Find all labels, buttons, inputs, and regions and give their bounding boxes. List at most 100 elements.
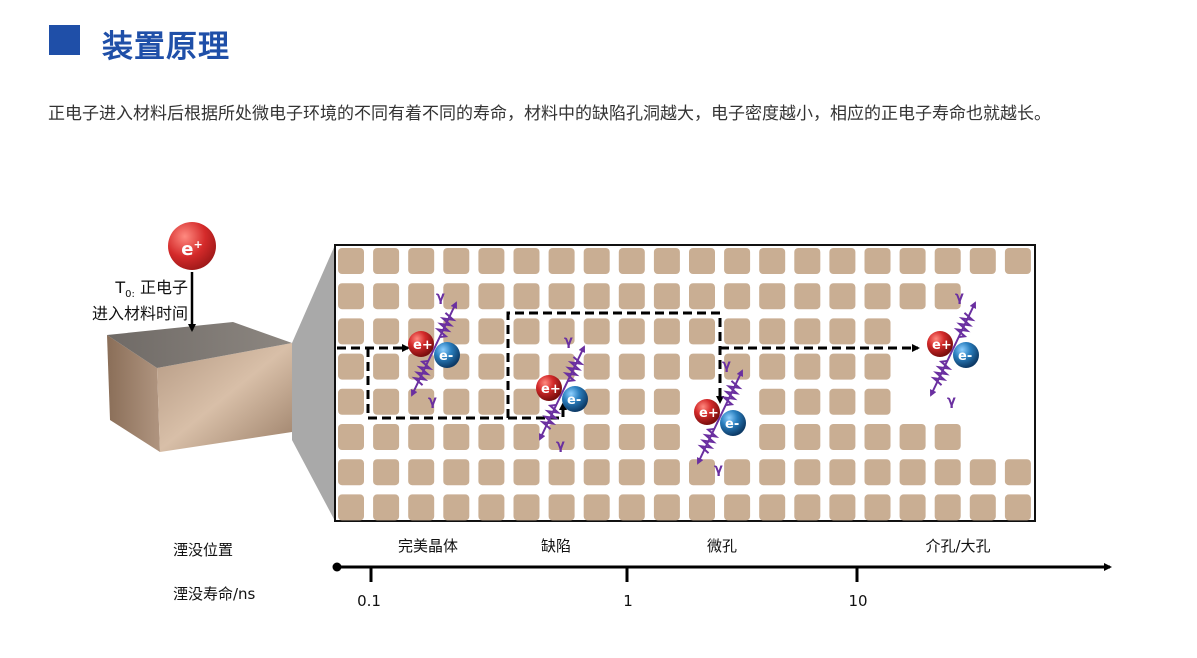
lattice-atom <box>864 459 891 486</box>
lattice-atom <box>443 248 470 274</box>
lattice-atom <box>618 283 645 310</box>
positron-electron-pair: γγe+e- <box>536 334 588 453</box>
positron <box>536 375 562 401</box>
gamma-label: γ <box>564 334 573 349</box>
lattice-atom <box>618 459 645 486</box>
lattice-atom <box>689 494 715 521</box>
gamma-label: γ <box>955 290 964 305</box>
lattice-atom <box>1004 459 1031 486</box>
lattice-atom <box>759 318 786 345</box>
lattice-atom <box>829 494 856 521</box>
lattice-atom <box>583 494 610 521</box>
lattice-atom <box>969 494 996 521</box>
lattice-atom <box>899 283 926 310</box>
lattice-atom <box>969 459 996 486</box>
lattice-atom <box>618 353 645 380</box>
gamma-label: γ <box>436 290 445 305</box>
lifetime-axis <box>332 562 1112 582</box>
lattice-atom <box>759 248 786 274</box>
lattice-atom <box>513 353 540 380</box>
gamma-ray <box>410 348 435 397</box>
gamma-ray <box>952 301 977 350</box>
lattice-atom <box>689 318 715 345</box>
lattice-atom <box>338 424 364 450</box>
lattice-atom <box>513 318 540 345</box>
lattice-atom <box>794 388 821 415</box>
gamma-label: γ <box>722 358 731 373</box>
lattice-atom <box>618 248 645 274</box>
lattice-atom <box>864 388 891 415</box>
lattice-atom <box>899 248 926 274</box>
lattice-atom <box>759 283 786 310</box>
gamma-label: γ <box>714 462 723 477</box>
lattice-atom <box>653 424 680 450</box>
positron-paths <box>337 311 920 420</box>
lattice-atom <box>829 459 856 486</box>
material-cube <box>107 322 292 452</box>
gamma-ray <box>433 301 458 350</box>
lattice-atom <box>794 318 821 345</box>
lattice-atom <box>338 353 364 380</box>
lattice-atom <box>478 494 505 521</box>
gamma-ray <box>719 369 744 418</box>
lattice-atom <box>618 388 645 415</box>
lattice-atom <box>934 494 961 521</box>
lattice-atom <box>653 494 680 521</box>
lattice-atom <box>653 388 680 415</box>
gamma-ray <box>929 348 954 397</box>
lattice-atom <box>794 459 821 486</box>
lattice-atom <box>689 248 715 274</box>
annihilation-lifetime-label: 湮没寿命/ns <box>173 585 256 603</box>
positron-label: e+ <box>541 382 561 397</box>
lattice-atom <box>513 424 540 450</box>
lattice-atom <box>548 283 575 310</box>
lattice-atom <box>443 283 470 310</box>
lattice-atom <box>513 388 540 415</box>
lattice-atom <box>408 459 435 486</box>
tick-label-1: 1 <box>623 592 633 610</box>
t0-subscript: 0: <box>125 289 135 301</box>
lattice-atom <box>653 318 680 345</box>
electron <box>562 386 588 412</box>
entry-label-line1: 正电子 <box>134 278 188 297</box>
site-meso-macropore: 介孔/大孔 <box>925 537 991 555</box>
lattice-atom <box>759 494 786 521</box>
lattice-atom <box>583 283 610 310</box>
lattice-atom <box>443 388 470 415</box>
positron-electron-pair: γγe+e- <box>408 290 460 409</box>
lattice-atom <box>829 424 856 450</box>
lattice-atom <box>583 248 610 274</box>
lattice-atom <box>338 459 364 486</box>
lattice-atom <box>478 283 505 310</box>
incoming-positron: e+ <box>168 222 216 270</box>
lattice-atom <box>338 283 364 310</box>
lattice-atom <box>653 248 680 274</box>
entry-label-line2: 进入材料时间 <box>91 304 188 324</box>
lattice-atom <box>548 248 575 274</box>
positron-electron-pair: γ γ e+ e- <box>694 358 746 477</box>
lattice-atom <box>899 424 926 450</box>
lattice-atom <box>338 318 364 345</box>
lattice-atom <box>513 494 540 521</box>
lattice-atom <box>829 248 856 274</box>
lattice-atom <box>408 283 435 310</box>
lattice-atom <box>548 424 575 450</box>
lattice-atom <box>724 248 751 274</box>
site-perfect-crystal: 完美晶体 <box>397 537 459 555</box>
lattice-atom <box>618 424 645 450</box>
lattice-atom <box>408 248 435 274</box>
lattice-atom <box>548 494 575 521</box>
lattice-atom <box>689 283 715 310</box>
positron <box>408 331 434 357</box>
positron-label: e+ <box>699 406 719 421</box>
lattice-atom <box>548 318 575 345</box>
lattice-atom <box>794 494 821 521</box>
positron-electron-pair: γγe+e- <box>927 290 979 409</box>
lattice-atom <box>934 248 961 274</box>
site-defect: 缺陷 <box>540 537 572 555</box>
tick-label-10: 10 <box>848 592 868 610</box>
electron-label: e- <box>725 417 739 432</box>
lattice-atom <box>689 459 715 486</box>
lattice-atom <box>864 318 891 345</box>
